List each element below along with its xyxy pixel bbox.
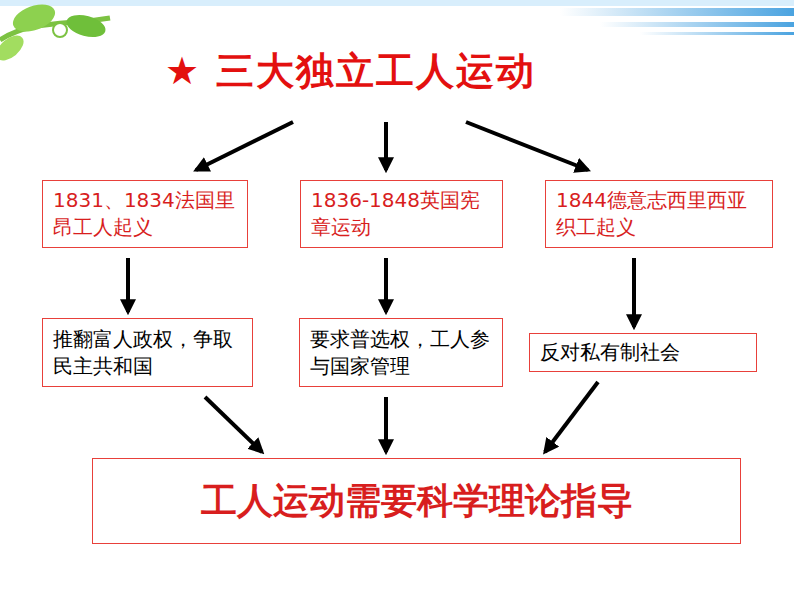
arrow-connector xyxy=(545,382,598,452)
leaf xyxy=(0,31,28,65)
slide-title: ★ 三大独立工人运动 xyxy=(165,46,536,97)
deco-bar xyxy=(560,8,794,16)
node-text: 推翻富人政权，争取民主共和国 xyxy=(53,326,242,380)
node-text: 反对私有制社会 xyxy=(540,339,746,366)
arrow-connector xyxy=(384,397,388,452)
leaf xyxy=(9,0,59,37)
arrow-connector xyxy=(632,258,636,327)
deco-bar xyxy=(640,32,794,35)
event-box: 1831、1834法国里昂工人起义 xyxy=(42,180,248,248)
snail xyxy=(53,23,67,37)
event-box: 1844德意志西里西亚织工起义 xyxy=(545,180,773,248)
deco-bar xyxy=(600,22,794,27)
title-arrow xyxy=(384,122,388,170)
arrow-connector xyxy=(384,258,388,312)
node-text: 1831、1834法国里昂工人起义 xyxy=(53,187,237,241)
node-text: 要求普选权，工人参与国家管理 xyxy=(310,326,492,380)
goal-box: 要求普选权，工人参与国家管理 xyxy=(299,318,503,387)
node-text: 1844德意志西里西亚织工起义 xyxy=(556,187,762,241)
node-text: 工人运动需要科学理论指导 xyxy=(109,477,724,526)
goal-box: 反对私有制社会 xyxy=(529,333,757,372)
arrow-connector xyxy=(126,258,130,312)
title-arrow xyxy=(196,122,293,170)
conclusion-box: 工人运动需要科学理论指导 xyxy=(92,458,741,544)
arrow-connector xyxy=(205,397,262,452)
node-text: 1836-1848英国宪章运动 xyxy=(311,187,492,241)
leaf xyxy=(64,11,108,41)
title-arrow xyxy=(466,122,588,170)
goal-box: 推翻富人政权，争取民主共和国 xyxy=(42,318,253,387)
top-band xyxy=(0,0,794,6)
event-box: 1836-1848英国宪章运动 xyxy=(300,180,503,248)
